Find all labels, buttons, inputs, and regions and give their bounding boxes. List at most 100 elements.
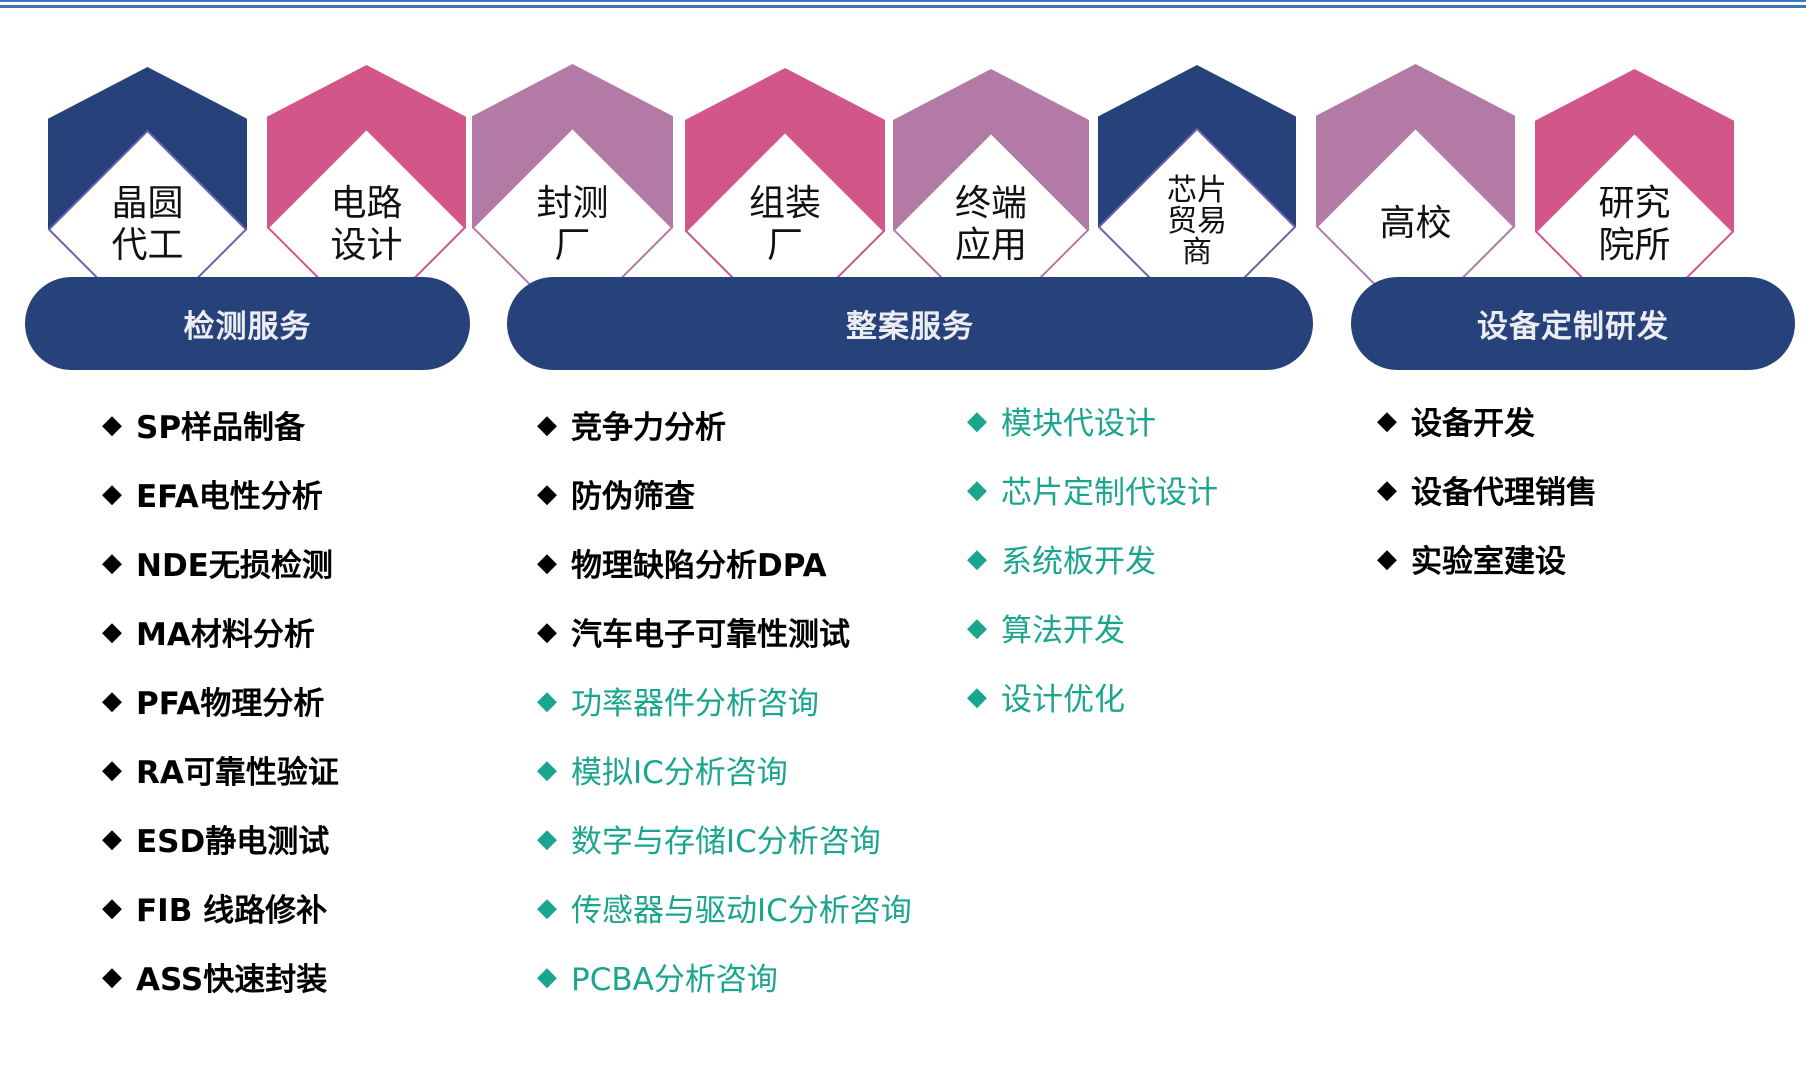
service-list-item: ◆ MA材料分析 — [102, 597, 339, 666]
diamond-bullet-icon: ◆ — [537, 478, 557, 509]
house-diamond — [47, 129, 248, 300]
service-list-item: ◆ SP样品制备 — [102, 390, 339, 459]
house-diamond — [471, 126, 674, 300]
house-diamond — [892, 131, 1090, 300]
service-item-text: 芯片定制代设计 — [1001, 475, 1218, 511]
service-list-item: ◆ 设备开发 — [1377, 386, 1597, 455]
top-border-line-1 — [0, 0, 1806, 2]
service-item-text: PCBA分析咨询 — [571, 962, 778, 998]
diamond-bullet-icon: ◆ — [537, 685, 557, 716]
service-item-text: 设备开发 — [1411, 406, 1535, 442]
service-list-item: ◆EFA电性分析 — [102, 459, 339, 528]
diamond-bullet-icon: ◆ — [102, 409, 122, 440]
house-roof — [267, 65, 466, 228]
diamond-bullet-icon: ◆ — [102, 754, 122, 785]
diamond-bullet-icon: ◆ — [537, 961, 557, 992]
house-roof — [1535, 69, 1734, 232]
service-list-item: ◆ FIB 线路修补 — [102, 873, 339, 942]
diamond-bullet-icon: ◆ — [967, 681, 987, 712]
house-roof — [893, 69, 1089, 231]
diamond-bullet-icon: ◆ — [537, 754, 557, 785]
service-item-text: EFA电性分析 — [136, 479, 323, 515]
service-list-item: ◆ RA可靠性验证 — [102, 735, 339, 804]
service-item-text: MA材料分析 — [136, 617, 315, 653]
house-shape — [684, 68, 886, 300]
house-roof — [472, 64, 673, 228]
service-list-item: ◆算法开发 — [967, 593, 1218, 662]
house-label: 组装 厂 — [748, 183, 822, 266]
diamond-bullet-icon: ◆ — [1377, 543, 1397, 574]
category-label-equipment: 设备定制研发 — [1477, 309, 1669, 345]
service-list-item: ◆ 物理缺陷分析DPA — [537, 528, 912, 597]
house-shape — [47, 67, 248, 300]
service-item-text: RA可靠性验证 — [136, 755, 339, 791]
house-shape — [471, 64, 674, 300]
house-label: 封测 厂 — [536, 183, 609, 266]
service-item-text: ESD静电测试 — [136, 824, 330, 860]
house-label: 晶圆 代工 — [111, 183, 184, 266]
service-list-item: ◆竞争力分析 — [537, 390, 912, 459]
service-item-text: NDE无损检测 — [136, 548, 333, 584]
diamond-bullet-icon: ◆ — [537, 823, 557, 854]
house-diamond — [1534, 131, 1735, 300]
diamond-bullet-icon: ◆ — [537, 409, 557, 440]
service-list-item: ◆ASS快速封装 — [102, 942, 339, 1011]
category-pill-solution: 整案服务 — [507, 277, 1313, 370]
service-list-item: ◆ 设备代理销售 — [1377, 455, 1597, 524]
equipment-service-list: ◆ 设备开发 ◆ 设备代理销售 ◆实验室建设 — [1377, 386, 1597, 593]
diamond-bullet-icon: ◆ — [967, 405, 987, 436]
house-shape — [266, 65, 467, 300]
category-label-testing: 检测服务 — [183, 309, 312, 345]
diamond-bullet-icon: ◆ — [102, 616, 122, 647]
diamond-bullet-icon: ◆ — [537, 547, 557, 578]
service-item-text: 设备代理销售 — [1411, 475, 1597, 511]
industry-chevron-row — [47, 64, 1735, 300]
service-list-item: ◆汽车电子可靠性测试 — [537, 597, 912, 666]
service-item-text: 系统板开发 — [1001, 544, 1156, 580]
service-list-item: ◆传感器与驱动IC分析咨询 — [537, 873, 912, 942]
service-item-text: PFA物理分析 — [136, 686, 325, 722]
service-item-text: 防伪筛查 — [571, 479, 695, 515]
diamond-bullet-icon: ◆ — [1377, 405, 1397, 436]
service-item-text: 物理缺陷分析DPA — [571, 548, 827, 584]
testing-service-list: ◆SP样品制备◆EFA电性分析◆NDE无损检测◆MA材料分析◆PFA物理分析◆R… — [102, 390, 339, 1011]
diamond-bullet-icon: ◆ — [102, 961, 122, 992]
service-item-text: 设计优化 — [1001, 682, 1125, 718]
house-shape — [1315, 64, 1516, 300]
service-item-text: FIB 线路修补 — [136, 893, 328, 929]
service-list-item: ◆芯片定制代设计 — [967, 455, 1218, 524]
service-list-item: ◆ PFA物理分析 — [102, 666, 339, 735]
house-diamond — [1097, 127, 1297, 300]
house-shape — [1097, 65, 1297, 300]
house-roof — [1316, 64, 1515, 227]
top-border-line-2 — [0, 5, 1806, 8]
service-item-text: 模块代设计 — [1001, 406, 1156, 442]
service-item-text: SP样品制备 — [136, 410, 306, 446]
diamond-bullet-icon: ◆ — [102, 823, 122, 854]
service-item-text: 传感器与驱动IC分析咨询 — [571, 893, 912, 929]
diamond-bullet-icon: ◆ — [967, 543, 987, 574]
category-label-solution: 整案服务 — [846, 309, 974, 345]
house-label: 研究 院所 — [1598, 183, 1671, 266]
service-list-item: ◆ 系统板开发 — [967, 524, 1218, 593]
service-list-item: ◆ PCBA分析咨询 — [537, 942, 912, 1011]
service-item-text: 算法开发 — [1001, 613, 1125, 649]
diamond-bullet-icon: ◆ — [1377, 474, 1397, 505]
house-label: 终端 应用 — [954, 183, 1028, 266]
service-list-item: ◆模拟IC分析咨询 — [537, 735, 912, 804]
service-item-text: 功率器件分析咨询 — [571, 686, 819, 722]
service-list-item: ◆ 模块代设计 — [967, 386, 1218, 455]
category-pill-testing: 检测服务 — [25, 277, 470, 370]
house-label: 电路 设计 — [330, 183, 403, 266]
house-roof — [685, 68, 885, 231]
diamond-bullet-icon: ◆ — [102, 547, 122, 578]
service-item-text: 汽车电子可靠性测试 — [571, 617, 850, 653]
house-label: 芯片 贸易 商 — [1167, 172, 1227, 270]
service-list-item: ◆实验室建设 — [1377, 524, 1597, 593]
service-list-item: ◆ NDE无损检测 — [102, 528, 339, 597]
house-roof — [48, 67, 247, 230]
service-list-item: ◆ 数字与存储IC分析咨询 — [537, 804, 912, 873]
diamond-bullet-icon: ◆ — [102, 892, 122, 923]
service-item-text: 数字与存储IC分析咨询 — [571, 824, 881, 860]
diamond-bullet-icon: ◆ — [102, 685, 122, 716]
